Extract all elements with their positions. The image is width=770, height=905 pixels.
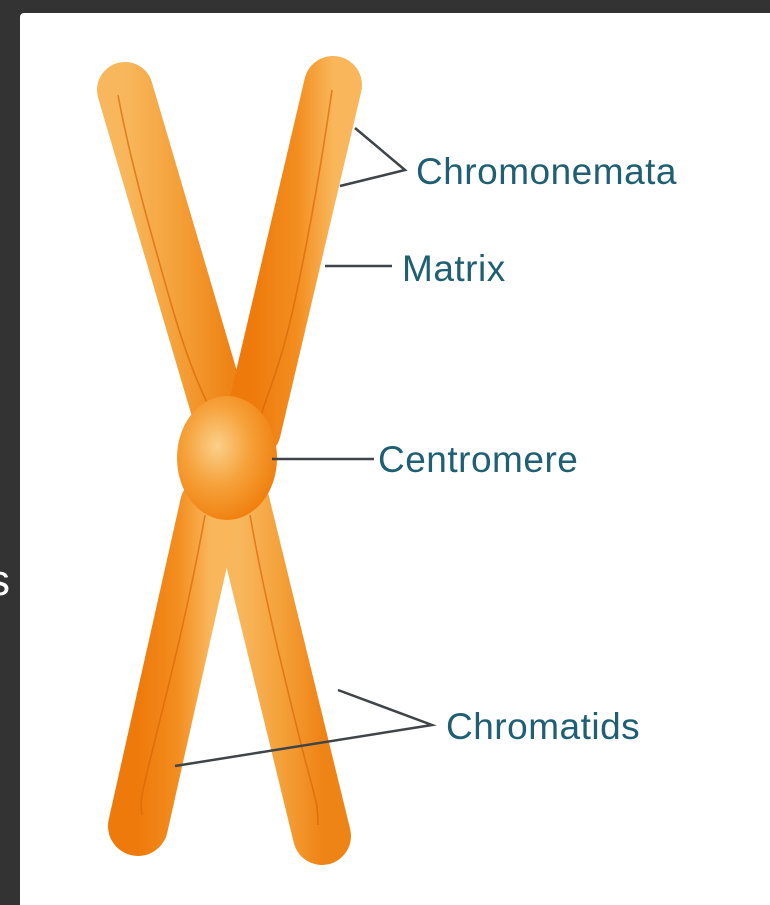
label-chromonemata: Chromonemata [416, 153, 677, 190]
label-centromere: Centromere [378, 441, 578, 478]
chromatid-arm-lower-right [240, 500, 322, 836]
chromatid-arm-upper-right [252, 85, 333, 430]
label-chromatids: Chromatids [446, 708, 640, 745]
chromatid-arm-upper-left [125, 90, 228, 440]
label-matrix: Matrix [402, 250, 506, 287]
centromere [177, 396, 277, 520]
